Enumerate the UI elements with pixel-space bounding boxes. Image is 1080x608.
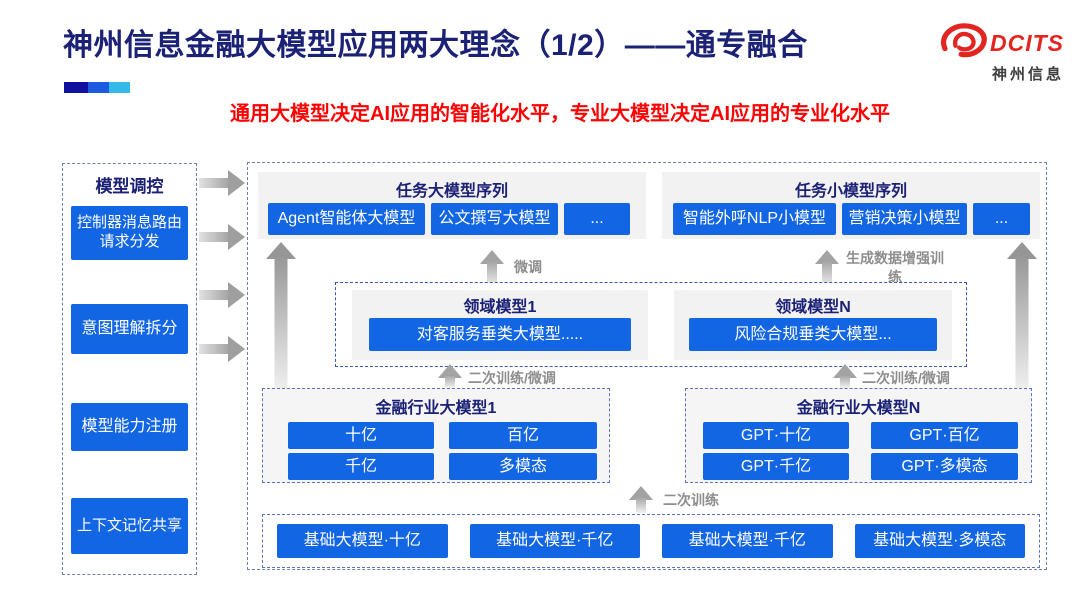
- arrow-up-icon: [437, 364, 463, 388]
- arrow-up-icon: [832, 364, 858, 388]
- node-agent-model: Agent智能体大模型: [268, 203, 425, 235]
- node-gpt-10b: GPT·百亿: [871, 422, 1018, 449]
- node-risk-compliance-model: 风险合规垂类大模型...: [689, 318, 937, 351]
- title-accent-bar: [64, 82, 130, 93]
- node-100b: 千亿: [288, 453, 434, 480]
- node-customer-service-model: 对客服务垂类大模型.....: [369, 318, 631, 351]
- base-model-row: 基础大模型·十亿 基础大模型·千亿 基础大模型·千亿 基础大模型·多模态: [262, 514, 1040, 568]
- arrow-right-icon: [199, 224, 245, 250]
- node-gpt-multimodal: GPT·多模态: [871, 453, 1018, 480]
- node-base-multimodal: 基础大模型·多模态: [854, 524, 1025, 558]
- dcits-swirl-icon: [938, 22, 990, 65]
- node-nlp-callout-model: 智能外呼NLP小模型: [673, 203, 836, 235]
- node-base-100b-a: 基础大模型·千亿: [469, 524, 640, 558]
- domain-left-title: 领域模型1: [463, 299, 537, 316]
- arrow-right-icon: [199, 170, 245, 196]
- slide-subtitle: 通用大模型决定AI应用的智能化水平，专业大模型决定AI应用的专业化水平: [230, 103, 890, 125]
- arrow-right-icon: [199, 336, 245, 362]
- retrain-label: 二次训练: [663, 492, 719, 508]
- sidebar-node-controller: 控制器消息路由请求分发: [71, 206, 188, 260]
- sidebar-node-context: 上下文记忆共享: [71, 498, 188, 554]
- page-title: 神州信息金融大模型应用两大理念（1/2）——通专融合: [63, 29, 808, 62]
- sidebar-node-intent: 意图理解拆分: [71, 304, 188, 354]
- logo-subtext: 神州信息: [992, 66, 1065, 83]
- arrow-up-icon: [1005, 242, 1039, 388]
- node-gpt-100b: GPT·千亿: [703, 453, 849, 480]
- node-base-100b-b: 基础大模型·千亿: [662, 524, 833, 558]
- domain-model-box: 领域模型1 对客服务垂类大模型..... 领域模型N 风险合规垂类大模型...: [335, 282, 967, 367]
- node-multimodal: 多模态: [449, 453, 597, 480]
- sidebar-title: 模型调控: [95, 177, 164, 196]
- task-small-model-panel: 任务小模型序列 智能外呼NLP小模型 营销决策小模型 ...: [662, 172, 1040, 239]
- domain-right-title: 领域模型N: [775, 299, 851, 316]
- arrow-up-icon: [264, 242, 298, 388]
- node-gpt-1b: GPT·十亿: [703, 422, 849, 449]
- node-base-1b: 基础大模型·十亿: [277, 524, 448, 558]
- task-large-title: 任务大模型序列: [395, 183, 508, 200]
- node-document-model: 公文撰写大模型: [431, 203, 558, 235]
- logo-text: DCITS: [990, 30, 1064, 56]
- industry-1-title: 金融行业大模型1: [375, 400, 497, 417]
- finetune-label: 微调: [514, 259, 542, 275]
- node-more-large: ...: [564, 203, 630, 235]
- sidebar-node-registry: 模型能力注册: [71, 403, 188, 451]
- industry-n-title: 金融行业大模型N: [796, 400, 921, 417]
- retrain-finetune-left-label: 二次训练/微调: [468, 370, 556, 386]
- arrow-up-icon: [628, 486, 654, 513]
- model-control-panel: 模型调控 控制器消息路由请求分发 意图理解拆分 模型能力注册 上下文记忆共享: [62, 163, 197, 575]
- task-small-title: 任务小模型序列: [794, 183, 907, 200]
- node-more-small: ...: [973, 203, 1030, 235]
- industry-model-1-box: 金融行业大模型1 十亿 百亿 千亿 多模态: [262, 388, 610, 483]
- node-10b: 百亿: [449, 422, 597, 449]
- domain-right-panel: 领域模型N 风险合规垂类大模型...: [674, 290, 952, 360]
- task-large-model-panel: 任务大模型序列 Agent智能体大模型 公文撰写大模型 ...: [258, 172, 646, 239]
- node-1b: 十亿: [288, 422, 434, 449]
- gen-data-training-label: 生成数据增强训练: [846, 250, 944, 285]
- industry-model-n-box: 金融行业大模型N GPT·十亿 GPT·百亿 GPT·千亿 GPT·多模态: [685, 388, 1032, 483]
- retrain-finetune-right-label: 二次训练/微调: [862, 370, 950, 386]
- node-marketing-model: 营销决策小模型: [842, 203, 967, 235]
- domain-left-panel: 领域模型1 对客服务垂类大模型.....: [352, 290, 648, 360]
- arrow-right-icon: [199, 282, 245, 308]
- dcits-logo: DCITS 神州信息: [938, 22, 1068, 84]
